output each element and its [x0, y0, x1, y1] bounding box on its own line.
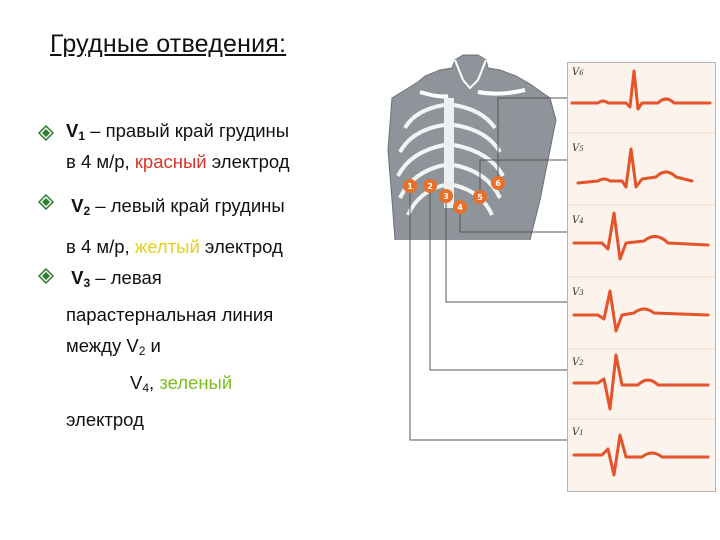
ecg-lead-label: V1 — [572, 427, 584, 438]
ecg-lead-label: V4 — [572, 215, 584, 226]
electrode-number: 3 — [443, 192, 449, 201]
ecg-lead-label: V5 — [572, 143, 584, 154]
ecg-trace-v1 — [574, 435, 708, 475]
ecg-traces — [568, 63, 715, 491]
electrode-number: 1 — [407, 182, 413, 191]
ecg-trace-v2 — [574, 355, 708, 409]
electrode-number: 5 — [477, 193, 483, 202]
ecg-trace-v5 — [578, 149, 692, 187]
ecg-trace-v6 — [572, 71, 710, 109]
electrode-number: 6 — [495, 179, 501, 188]
ecg-trace-v4 — [574, 213, 708, 259]
electrode-number: 2 — [427, 182, 433, 191]
ecg-trace-panel: V6 V5 V4 V3 V2 V1 — [567, 62, 716, 492]
ecg-lead-label: V6 — [572, 67, 584, 78]
electrode-number: 4 — [457, 203, 463, 212]
ecg-lead-label: V3 — [572, 287, 584, 298]
ecg-lead-label: V2 — [572, 357, 584, 368]
ecg-trace-v3 — [574, 291, 708, 331]
